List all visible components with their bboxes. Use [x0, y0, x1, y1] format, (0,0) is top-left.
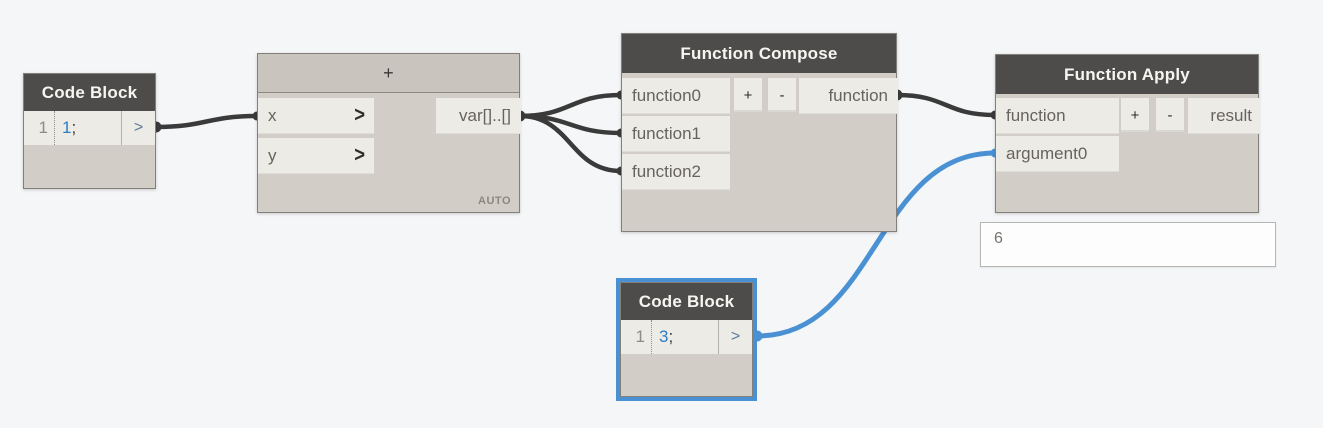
code-block-1-body [24, 145, 155, 188]
node-function-compose[interactable]: Function Compose function0 function1 fun… [621, 33, 898, 232]
input-port-function2[interactable]: function2 [622, 154, 730, 190]
input-port-x[interactable]: x > [258, 98, 374, 134]
code-block-2-body [621, 354, 752, 396]
node-code-block-2[interactable]: Code Block 1 3; > [616, 278, 757, 401]
input-port-x-label: x [268, 106, 277, 125]
output-port-result-label: result [1210, 106, 1252, 125]
input-port-argument0[interactable]: argument0 [996, 136, 1119, 172]
input-port-function1[interactable]: function1 [622, 116, 730, 152]
node-function-compose-title[interactable]: Function Compose [622, 34, 896, 73]
input-port-function2-label: function2 [632, 162, 701, 181]
input-port-function[interactable]: function [996, 98, 1119, 134]
port-dot-codeblock2-out[interactable] [751, 330, 763, 342]
input-port-function1-label: function1 [632, 124, 701, 143]
code-block-2-code-row[interactable]: 1 3; > [621, 320, 752, 354]
output-port-function[interactable]: function [799, 78, 898, 114]
input-port-function0[interactable]: function0 [622, 78, 730, 114]
wire-codeblock1-to-plus-x[interactable] [153, 113, 260, 130]
output-port-var[interactable]: var[]..[] [436, 98, 521, 134]
code-block-2-code-input[interactable]: 3; [651, 320, 673, 354]
input-port-function-label: function [1006, 106, 1066, 125]
code-terminator: ; [71, 118, 77, 137]
node-code-block-1-title[interactable]: Code Block [24, 74, 155, 111]
lacing-label: AUTO [478, 195, 511, 207]
remove-input-button[interactable]: - [1156, 98, 1184, 132]
output-port-function-label: function [828, 86, 888, 105]
default-value-chevron-icon: > [353, 103, 365, 127]
node-code-block-1[interactable]: Code Block 1 1; > [23, 73, 156, 189]
code-value: 1 [62, 118, 72, 137]
output-port-var-label: var[]..[] [459, 106, 511, 125]
wire-plus-to-function2[interactable] [517, 113, 624, 174]
remove-input-button[interactable]: - [768, 78, 796, 112]
code-block-1-output-port[interactable]: > [121, 111, 155, 145]
node-function-apply[interactable]: Function Apply function argument0 + - re… [995, 54, 1260, 213]
input-port-argument0-label: argument0 [1006, 144, 1088, 163]
code-value: 3 [659, 327, 669, 346]
node-plus-title[interactable]: + [258, 54, 519, 93]
wire-compose-to-apply[interactable] [894, 92, 998, 118]
code-block-1-code-input[interactable]: 1; [54, 111, 76, 145]
node-code-block-2-title[interactable]: Code Block [621, 283, 752, 320]
input-port-y-label: y [268, 146, 277, 165]
line-number: 1 [635, 327, 645, 346]
add-input-button[interactable]: + [734, 78, 762, 112]
wire-plus-to-function0[interactable] [517, 92, 624, 119]
default-value-chevron-icon: > [353, 143, 365, 167]
line-number: 1 [38, 118, 48, 137]
preview-value: 6 [994, 230, 1003, 247]
code-block-1-code-row[interactable]: 1 1; > [24, 111, 155, 145]
code-terminator: ; [668, 327, 674, 346]
preview-bubble[interactable]: 6 [980, 222, 1276, 267]
node-function-apply-title[interactable]: Function Apply [996, 55, 1258, 94]
input-port-function0-label: function0 [632, 86, 701, 105]
add-input-button[interactable]: + [1121, 98, 1149, 132]
node-plus-operator[interactable]: + x > y > var[]..[] AUTO [257, 53, 521, 213]
output-port-result[interactable]: result [1188, 98, 1260, 134]
wire-codeblock2-to-argument0[interactable] [754, 150, 998, 339]
code-block-2-output-port[interactable]: > [718, 320, 752, 354]
input-port-y[interactable]: y > [258, 138, 374, 174]
